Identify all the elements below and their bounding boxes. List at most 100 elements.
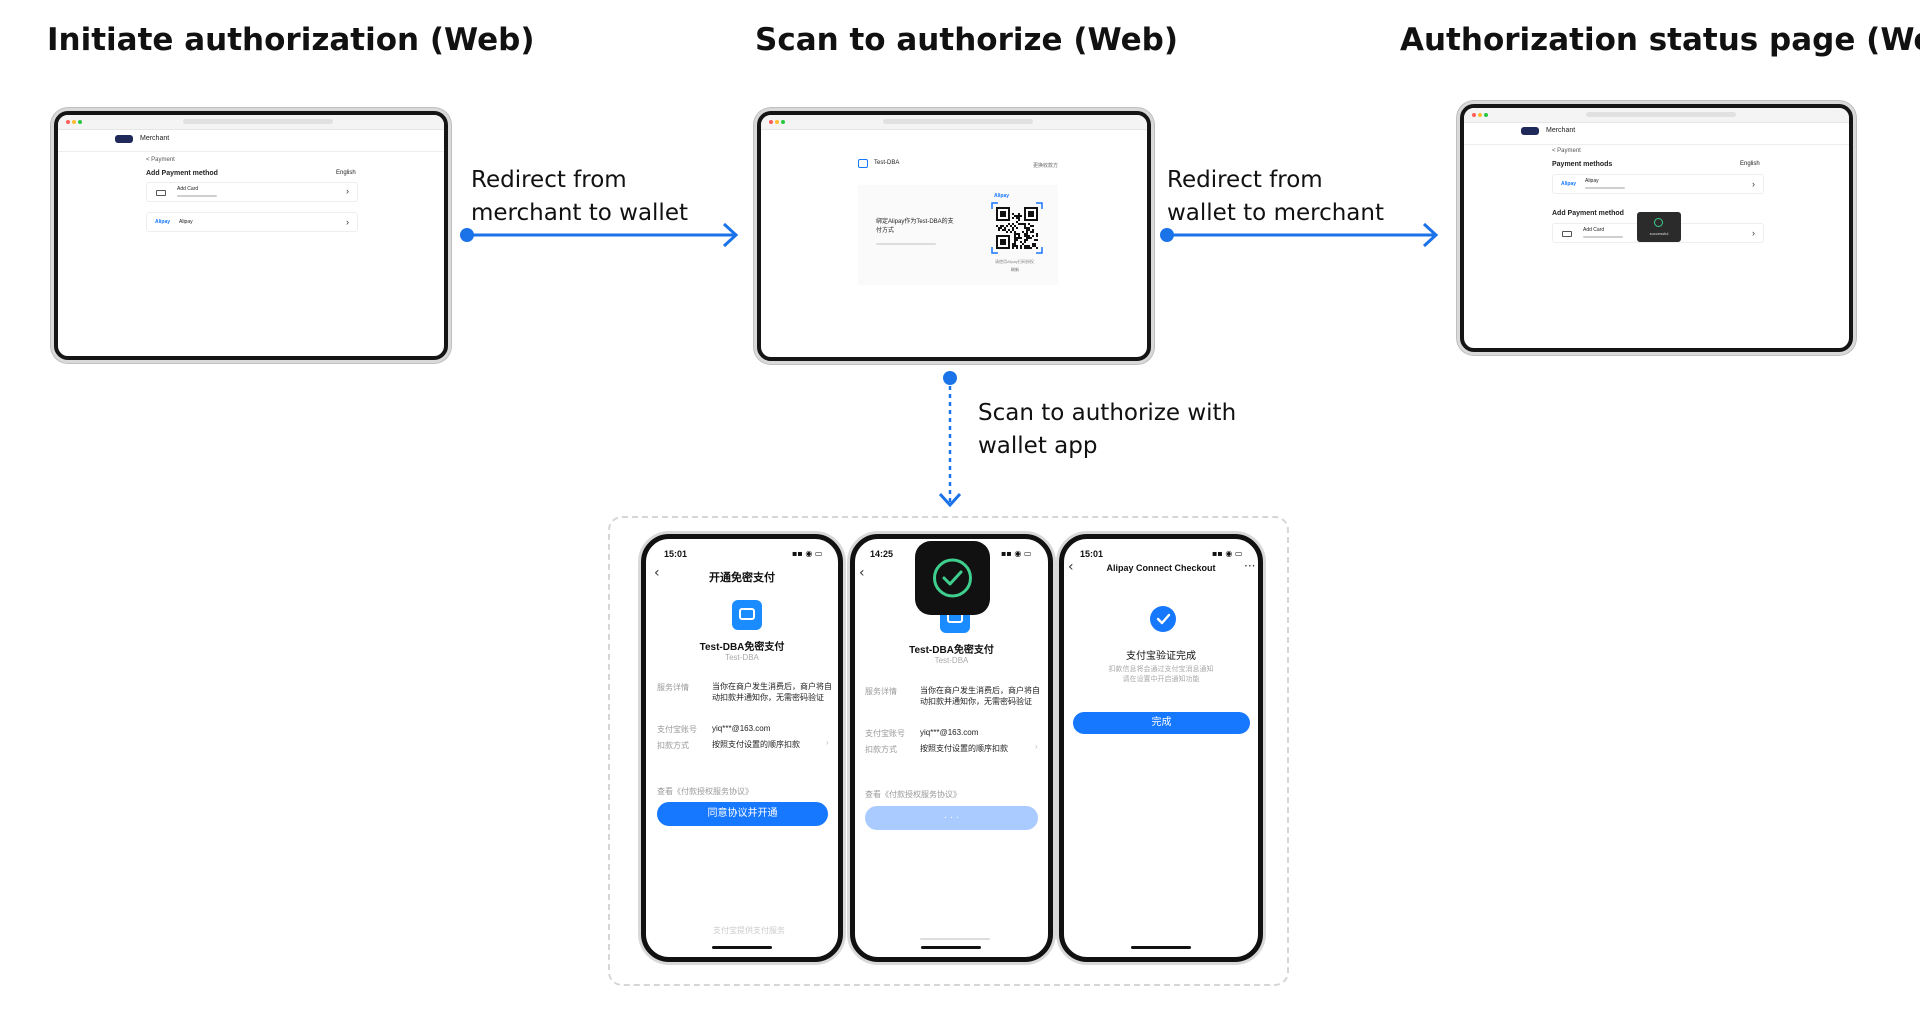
- label-merchant-to-wallet: Redirect from merchant to wallet: [471, 164, 688, 230]
- toast-text: successful: [1649, 231, 1669, 236]
- authorization-card: 绑定Alipay作为Test-DBA的支付方式 Alipay 请使用Alipay…: [858, 185, 1058, 285]
- method-label: 扣款方式: [657, 741, 689, 750]
- phone-authorize: 15:01 ▪▪ ◉ ▭ ‹ 开通免密支付 Test-DBA免密支付 Test-…: [641, 534, 843, 962]
- back-link[interactable]: < Payment: [1552, 148, 1581, 154]
- language-select[interactable]: English: [1740, 161, 1760, 167]
- card-icon: [156, 190, 166, 196]
- detail-value: 当你在商户发生消费后，商户将自动扣款并通知你，无需密码验证: [920, 686, 1040, 706]
- merchant-brand: Merchant: [140, 135, 170, 142]
- alipay-row[interactable]: Alipay Alipay ›: [1552, 174, 1764, 194]
- label-wallet-to-merchant: Redirect from wallet to merchant: [1167, 164, 1384, 230]
- add-payment-heading: Add Payment method: [146, 170, 218, 177]
- agreement-link[interactable]: 查看《付款授权服务协议》: [865, 790, 961, 799]
- refresh-link[interactable]: 刷新: [1011, 267, 1019, 272]
- merchant-brand: Merchant: [1546, 127, 1576, 134]
- agree-enable-button[interactable]: 同意协议并开通: [657, 802, 828, 826]
- detail-label: 服务详情: [657, 683, 689, 692]
- scan-hint: 请使用Alipay扫码授权: [995, 259, 1034, 264]
- page-title: Alipay Connect Checkout: [1106, 563, 1216, 573]
- label-line-1: Redirect from: [1167, 167, 1323, 193]
- success-toast: successful: [1637, 212, 1681, 242]
- status-time: 14:25: [870, 549, 894, 559]
- check-circle-icon: [1654, 218, 1663, 227]
- method-label: 扣款方式: [865, 745, 897, 754]
- success-desc-1: 扣款信息将会通过支付宝消息通知: [1108, 666, 1214, 673]
- minimize-dot: [72, 120, 76, 124]
- merchant-header: Merchant: [58, 129, 444, 152]
- chevron-right-icon: ›: [346, 186, 349, 196]
- detail-label: 服务详情: [865, 687, 897, 696]
- store-icon: [858, 159, 868, 168]
- chevron-right-icon: ›: [346, 217, 349, 227]
- chevron-right-icon: ›: [1752, 228, 1755, 238]
- alipay-row[interactable]: Alipay Alipay ›: [146, 212, 358, 232]
- bind-prompt: 绑定Alipay作为Test-DBA的支付方式: [876, 219, 954, 234]
- more-icon[interactable]: ···: [1244, 559, 1256, 573]
- initiate-screen: Merchant < Payment Add Payment method En…: [54, 111, 448, 360]
- merchant-header: Merchant: [1464, 122, 1849, 145]
- footer-text: 支付宝提供支付服务: [713, 926, 785, 935]
- status-icons: ▪▪ ◉ ▭: [1212, 549, 1243, 558]
- close-dot: [1472, 113, 1476, 117]
- status-screen: Merchant < Payment Payment methods Engli…: [1460, 104, 1853, 352]
- back-link[interactable]: < Payment: [146, 157, 175, 163]
- arrow-scan-with-app: [938, 371, 962, 508]
- agreement-link[interactable]: 查看《付款授权服务协议》: [657, 787, 753, 796]
- home-indicator: [1131, 946, 1191, 949]
- chevron-right-icon: ›: [1035, 742, 1038, 751]
- url-bar: [1586, 112, 1736, 117]
- prompt-subtext: [876, 243, 936, 245]
- stage-title-initiate: Initiate authorization (Web): [47, 22, 535, 58]
- maximize-dot: [781, 120, 785, 124]
- success-overlay: [915, 541, 990, 615]
- label-line-1: Scan to authorize with: [978, 400, 1237, 426]
- close-dot: [66, 120, 70, 124]
- language-select[interactable]: English: [336, 170, 356, 176]
- add-card-row[interactable]: Add Card ›: [146, 182, 358, 202]
- status-time: 15:01: [664, 549, 688, 559]
- change-merchant-link[interactable]: 更换收款方: [1033, 163, 1059, 169]
- home-indicator: [712, 946, 772, 949]
- merchant-logo: [115, 135, 133, 143]
- url-bar: [183, 119, 333, 124]
- account-label: 支付宝账号: [865, 729, 905, 738]
- status-time: 15:01: [1080, 549, 1104, 559]
- success-title: 支付宝验证完成: [1126, 651, 1196, 662]
- merchant-name: Test-DBA免密支付: [909, 645, 994, 656]
- back-chevron-icon[interactable]: ‹: [654, 565, 660, 581]
- merchant-sub: Test-DBA: [725, 653, 759, 662]
- back-chevron-icon[interactable]: ‹: [1068, 559, 1074, 575]
- browser-bar: [1464, 108, 1849, 123]
- minimize-dot: [1478, 113, 1482, 117]
- check-circle-icon: [1150, 606, 1176, 632]
- row-subtext: [1583, 236, 1623, 238]
- label-scan-with-app: Scan to authorize with wallet app: [978, 397, 1236, 463]
- store-icon-shape: [739, 608, 755, 620]
- browser-bar: [58, 115, 444, 130]
- check-circle-icon: [933, 558, 972, 598]
- alipay-label: Alipay: [179, 219, 193, 225]
- scan-screen: Test-DBA 更换收款方 绑定Alipay作为Test-DBA的支付方式 A…: [757, 111, 1151, 361]
- merchant-logo: [1521, 127, 1539, 135]
- url-bar: [883, 119, 1033, 124]
- page-title: 开通免密支付: [709, 572, 775, 584]
- back-chevron-icon[interactable]: ‹: [859, 565, 865, 581]
- close-dot: [769, 120, 773, 124]
- qr-code-icon[interactable]: [991, 202, 1043, 254]
- alipay-badge: Alipay: [155, 219, 171, 225]
- account-value: yiq***@163.com: [712, 724, 771, 733]
- arrow-merchant-to-wallet: [460, 222, 739, 248]
- maximize-dot: [78, 120, 82, 124]
- maximize-dot: [1484, 113, 1488, 117]
- method-value[interactable]: 按照支付设置的顺序扣款: [712, 740, 800, 749]
- stage-title-scan: Scan to authorize (Web): [755, 22, 1178, 58]
- minimize-dot: [775, 120, 779, 124]
- store-icon: [732, 600, 762, 630]
- method-value[interactable]: 按照支付设置的顺序扣款: [920, 744, 1008, 753]
- done-button[interactable]: 完成: [1073, 712, 1250, 734]
- processing-button: · · ·: [865, 806, 1038, 830]
- account-label: 支付宝账号: [657, 725, 697, 734]
- label-line-2: wallet app: [978, 433, 1098, 459]
- status-icons: ▪▪ ◉ ▭: [792, 549, 823, 558]
